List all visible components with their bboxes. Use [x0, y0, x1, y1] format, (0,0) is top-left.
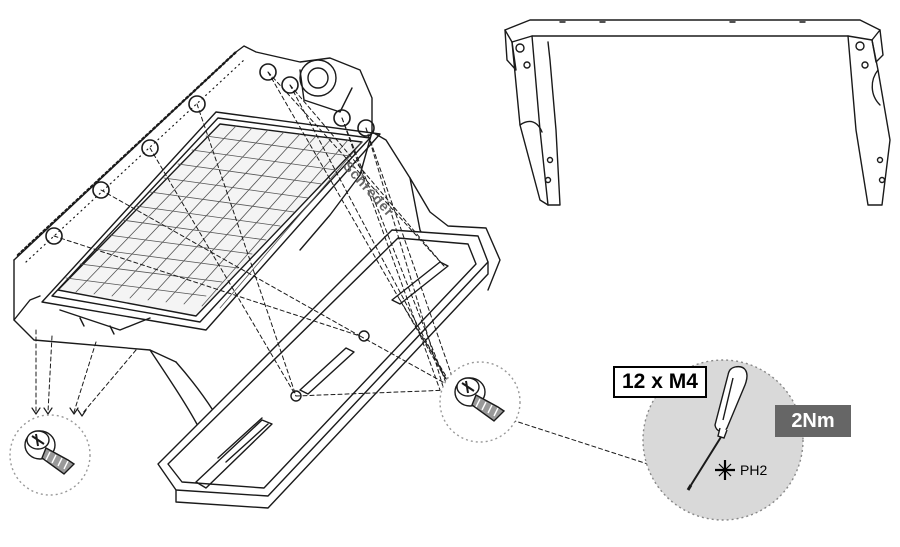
screw-detail-left: [9, 414, 91, 496]
screw-icon: [454, 377, 506, 422]
luminaire-body: [13, 45, 501, 441]
phillips-bit-icon: [715, 460, 735, 480]
screw-positions: [45, 63, 375, 245]
fastener-quantity-label: 12 x M4: [613, 366, 707, 398]
torque-label: 2Nm: [775, 405, 851, 437]
bit-type-label: PH2: [740, 462, 768, 478]
screwdriver-icon: [686, 365, 748, 491]
tool-detail: [642, 359, 804, 521]
mounting-bracket: [504, 19, 891, 206]
guide-lines: [35, 71, 661, 469]
driver-housing: [299, 59, 353, 113]
screw-icon: [24, 430, 76, 475]
mounting-plate: [157, 229, 489, 509]
led-panel: [41, 111, 381, 335]
screw-detail-middle: [439, 361, 521, 443]
